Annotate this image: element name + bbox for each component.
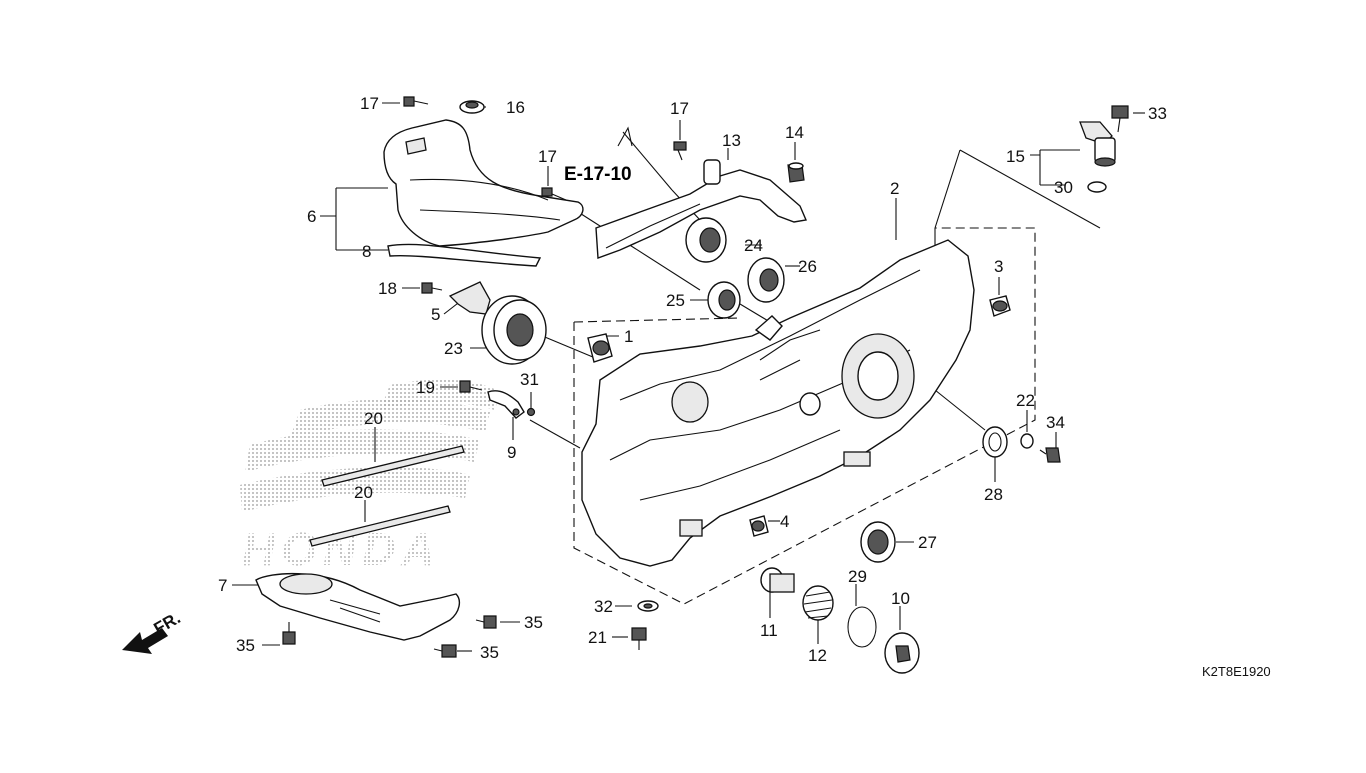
callout-22: 22 [1016,391,1035,410]
callout-10: 10 [891,589,910,608]
callout-31: 31 [520,370,539,389]
callout-21: 21 [588,628,607,647]
callout-35-left: 35 [236,636,255,655]
callout-5: 5 [431,305,440,324]
bearing-26 [747,257,785,303]
callout-20-lower: 20 [354,483,373,502]
callout-34: 34 [1046,413,1065,432]
callout-17-mid: 17 [538,147,557,166]
reference-tag: E-17-10 [564,126,633,185]
drawing-code: K2T8E1920 [1202,664,1271,679]
bolt-33 [1111,105,1129,133]
bolt-35-c [433,644,457,658]
honda-watermark-text: HONDA [242,523,441,575]
crankcase-2 [581,239,975,567]
callout-28: 28 [984,485,1003,504]
washer-22 [1020,433,1034,449]
bracket-5 [448,281,491,315]
callout-29: 29 [848,567,867,586]
bolt-18 [421,282,443,294]
callout-7: 7 [218,576,227,595]
callout-32: 32 [594,597,613,616]
honda-wing-watermark: HONDA [240,379,500,575]
stud-bolt-20-lower [309,505,451,547]
front-direction-arrow: FR. [122,608,184,654]
callout-35-right: 35 [524,613,543,632]
callout-35-bottom: 35 [480,643,499,662]
bearing-23 [481,295,547,365]
speed-sensor-15 [1079,121,1116,167]
oil-seal-27 [860,521,896,563]
under-cover-7 [255,572,461,641]
bolt-34 [1039,447,1061,463]
collar-4 [749,515,769,537]
bearing-24 [685,217,727,263]
oil-seal-28 [982,426,1008,458]
callout-9: 9 [507,443,516,462]
callout-23: 23 [444,339,463,358]
callout-19: 19 [416,378,435,397]
washer-32 [637,600,659,612]
bolt-19 [459,380,483,393]
callout-8: 8 [362,242,371,261]
callout-17-top-left: 17 [360,94,379,113]
stud-bolt-20-upper [321,445,465,487]
callout-25: 25 [666,291,685,310]
callout-6: 6 [307,207,316,226]
callout-3: 3 [994,257,1003,276]
bolt-21 [631,627,647,650]
callout-18: 18 [378,279,397,298]
callout-27: 27 [918,533,937,552]
bolt-17-mid [541,187,567,201]
callout-13: 13 [722,131,741,150]
o-ring-29 [847,606,877,648]
callout-24: 24 [744,236,763,255]
callout-15: 15 [1006,147,1025,166]
reference-tag-text: E-17-10 [564,164,632,185]
bracket-13 [595,159,807,259]
callout-16: 16 [506,98,525,117]
bolt-35-a [282,622,296,645]
collar-1 [587,333,613,363]
air-guide-6 [383,119,584,247]
collar-3 [989,295,1011,317]
bolt-17-top-left [403,96,429,107]
callout-17-top-center: 17 [670,99,689,118]
washer-16 [459,100,485,114]
callout-2: 2 [890,179,899,198]
callout-30: 30 [1054,178,1073,197]
callout-1: 1 [624,327,633,346]
callout-11: 11 [760,621,778,640]
callout-14: 14 [785,123,804,142]
callout-33: 33 [1148,104,1167,123]
washer-31 [526,407,536,417]
o-ring-30 [1087,181,1107,193]
spring-12 [802,585,834,621]
bolt-35-b [475,615,497,629]
callout-26: 26 [798,257,817,276]
callout-20-upper: 20 [364,409,383,428]
gasket-8 [387,243,542,267]
dowel-11 [760,567,795,593]
bracket-9 [487,390,525,419]
nut-14 [787,162,805,183]
cap-10 [884,632,920,674]
callout-4: 4 [780,512,789,531]
callout-labels: 1 2 3 4 5 6 7 8 9 10 11 12 13 14 15 16 1… [218,94,1167,665]
bolt-17-top-center [673,141,687,161]
callout-12: 12 [808,646,827,665]
bearing-25 [707,281,741,319]
